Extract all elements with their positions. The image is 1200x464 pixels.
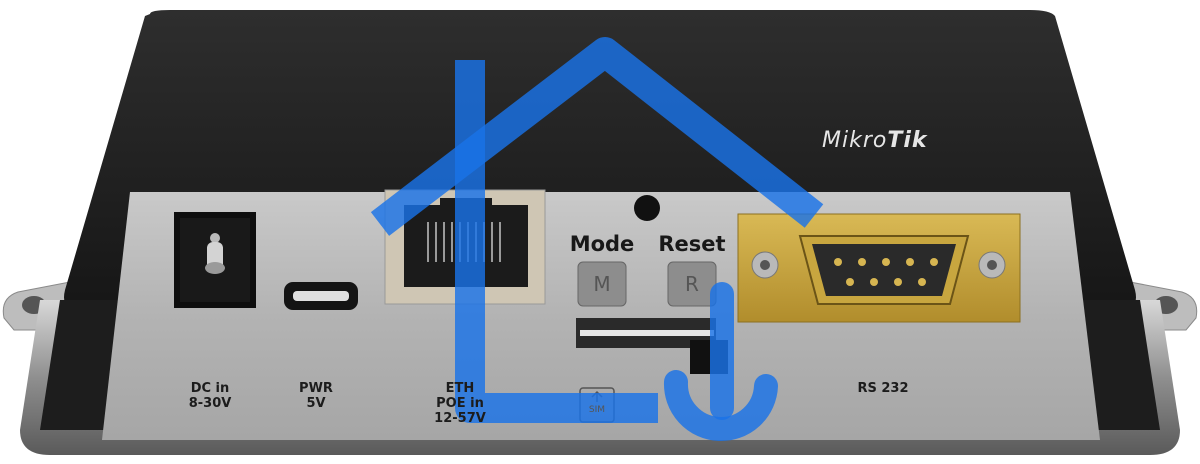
brand-logo: MikroTik [822, 128, 928, 153]
eth-label: ETH POE in 12-57V [434, 381, 486, 426]
sim-slot [576, 318, 728, 374]
mode-key-glyph: M [593, 272, 611, 296]
house-outline-icon [370, 37, 824, 423]
power-icon [663, 282, 778, 441]
rs232-port [737, 213, 1021, 323]
rs232-label: RS 232 [857, 381, 909, 396]
usb-port [284, 282, 358, 310]
dc-label: DC in 8-30V [188, 381, 232, 411]
reset-label: Reset [658, 232, 726, 256]
led-indicator [634, 195, 660, 221]
mode-label: Mode [569, 232, 635, 256]
sim-label: SIM [588, 405, 606, 415]
pwr-label: PWR 5V [299, 381, 333, 411]
reset-key-glyph: R [685, 272, 699, 296]
dc-jack [174, 212, 256, 308]
mode-button-body [577, 261, 627, 307]
